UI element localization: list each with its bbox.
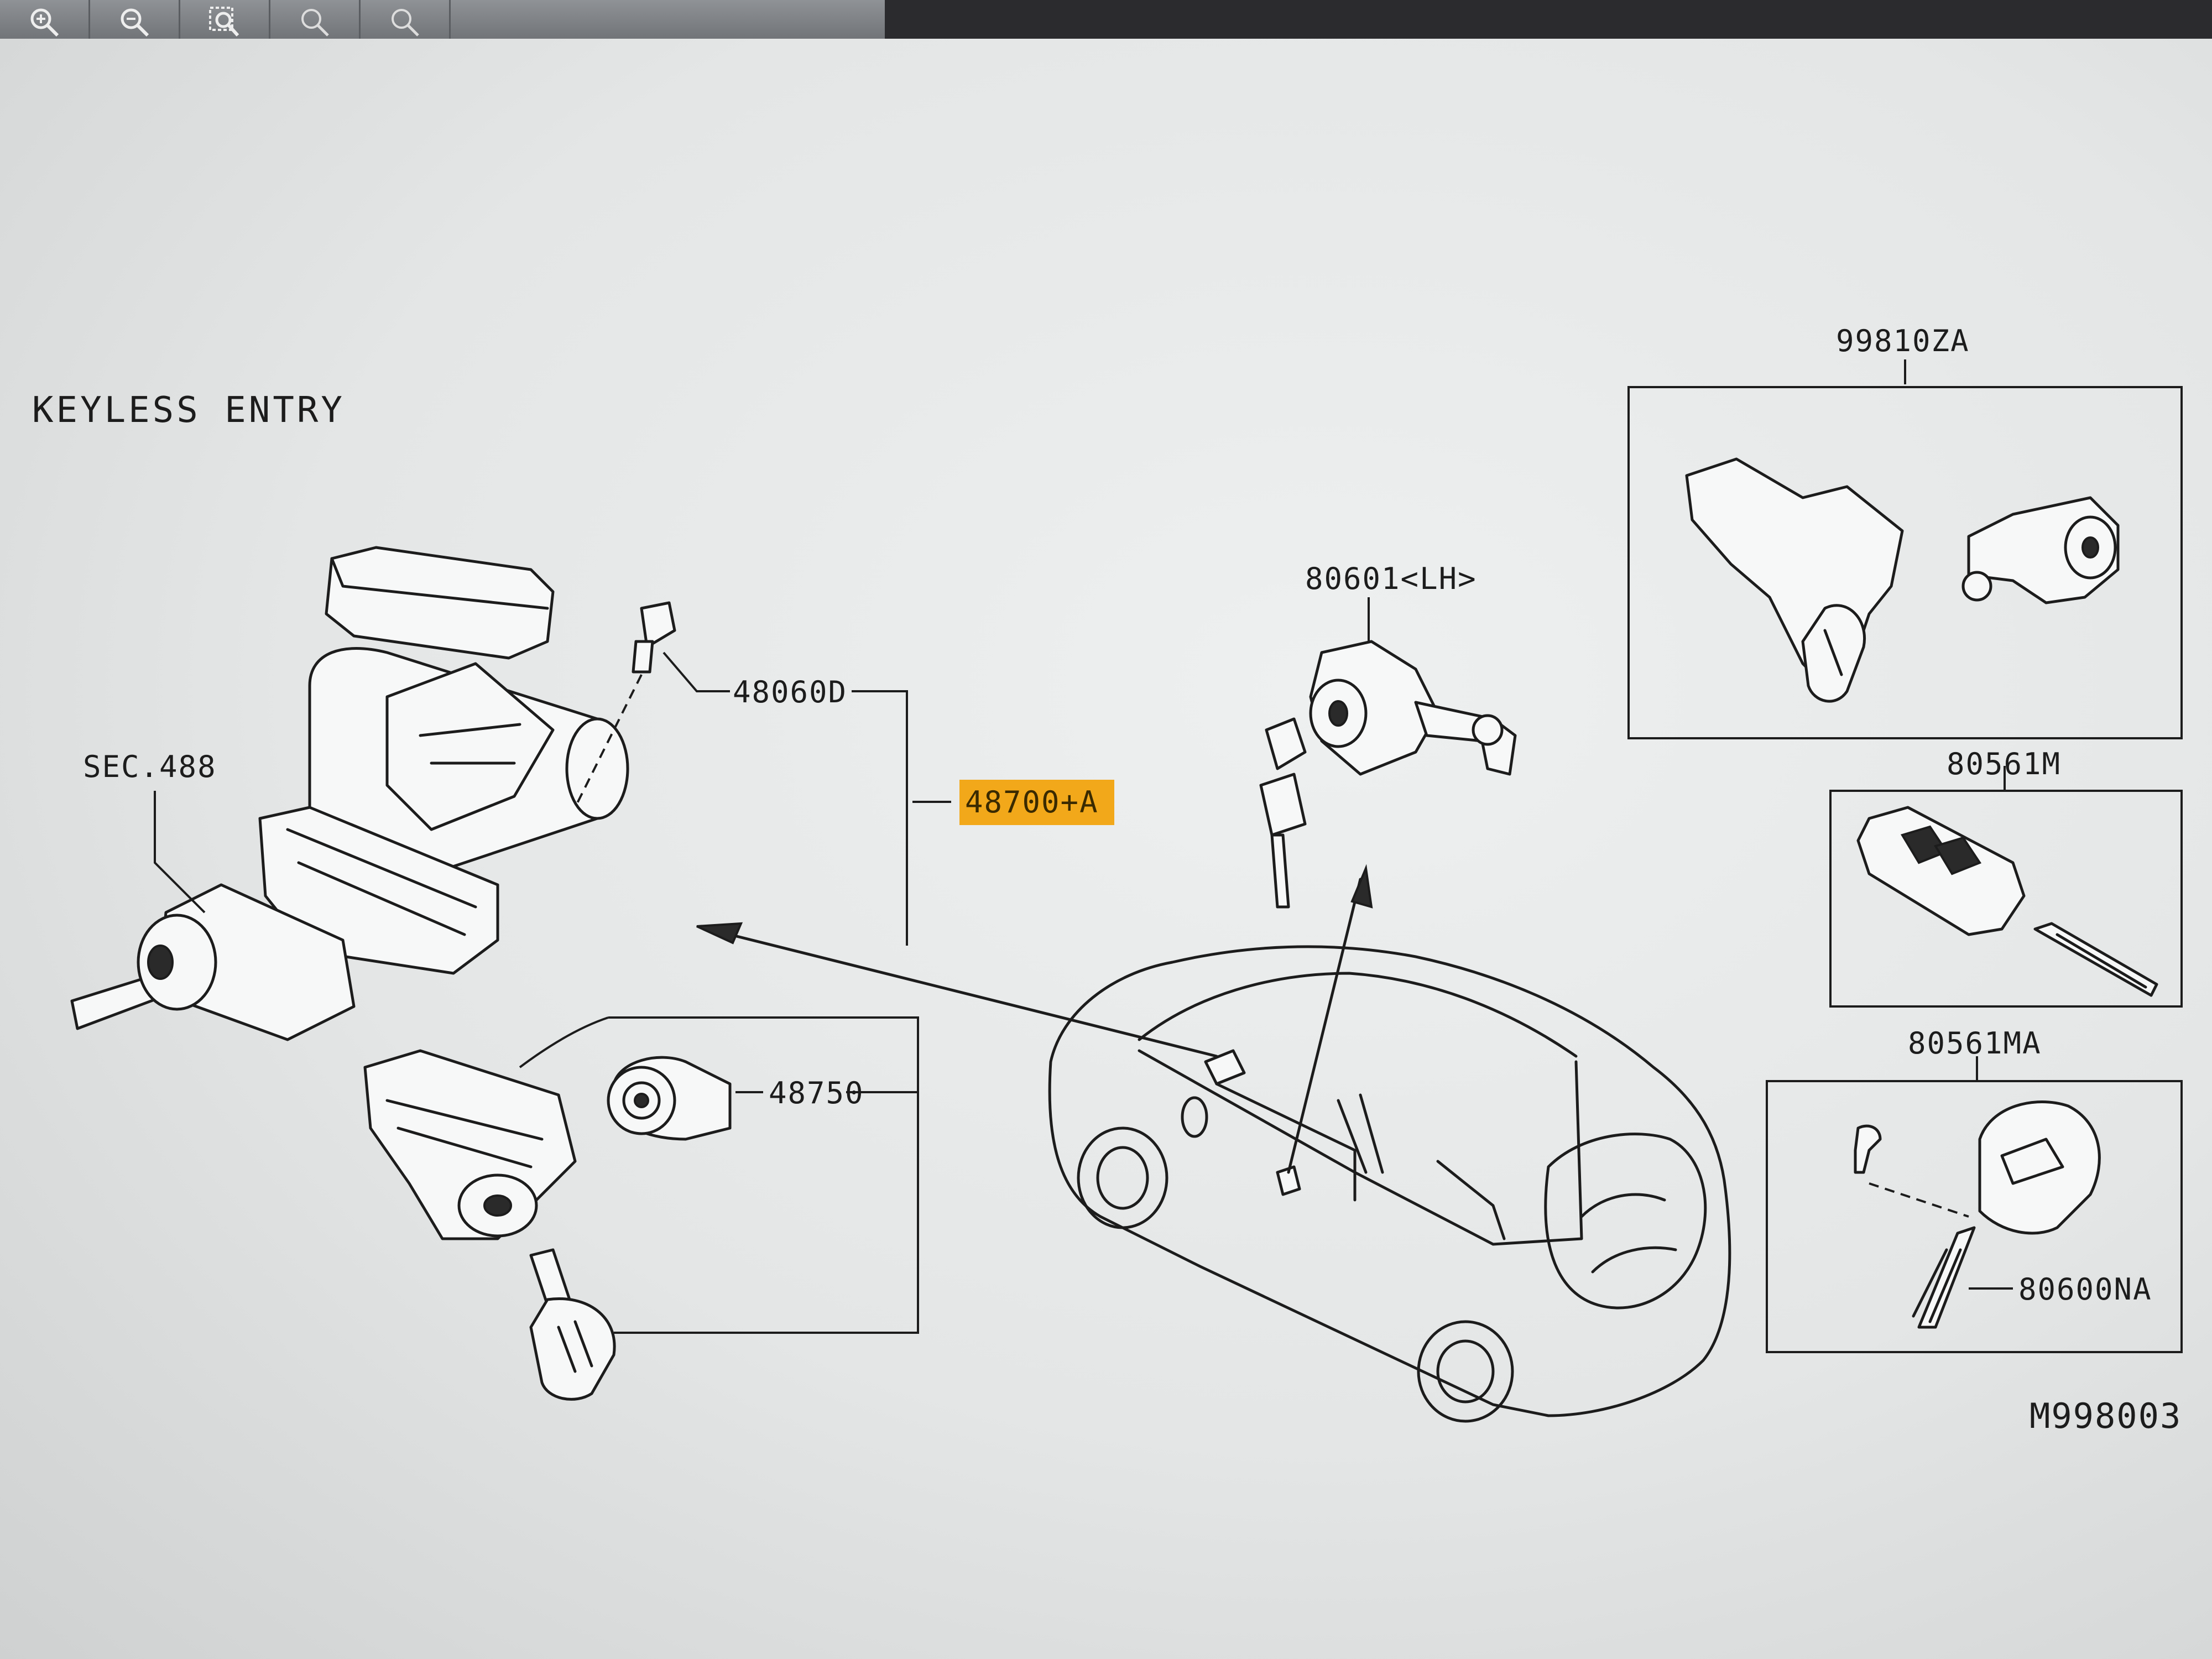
zoom-in-icon [30, 8, 59, 37]
label-80600na[interactable]: 80600NA [2018, 1272, 2152, 1307]
callout-lines [608, 651, 951, 1334]
door-lock-cylinder[interactable] [1259, 597, 1517, 909]
label-48060d[interactable]: 48060D [733, 675, 848, 709]
ignition-switch-part[interactable] [363, 1016, 732, 1401]
box-80561m[interactable] [1829, 766, 2183, 1008]
zoom-fit-button[interactable] [270, 0, 361, 44]
steering-lock-assembly[interactable] [70, 546, 676, 1041]
label-80601-lh[interactable]: 80601<LH> [1305, 561, 1477, 596]
drawing-reference-number: M998003 [2030, 1396, 2182, 1436]
label-80561ma[interactable]: 80561MA [1908, 1026, 2042, 1061]
zoom-fit-icon [301, 9, 329, 36]
zoom-area-button[interactable] [180, 0, 270, 44]
box-80561ma[interactable] [1766, 1056, 2183, 1353]
zoom-in-button[interactable] [0, 0, 90, 44]
box-99810za[interactable] [1627, 359, 2183, 739]
zoom-area-icon [209, 7, 239, 37]
label-sec-488[interactable]: SEC.488 [83, 749, 217, 784]
diagram-title: KEYLESS ENTRY [32, 390, 345, 431]
label-48700a-highlighted[interactable]: 48700+A [959, 780, 1114, 825]
label-99810za[interactable]: 99810ZA [1836, 324, 1970, 358]
zoom-icon [392, 9, 419, 36]
label-48750[interactable]: 48750 [769, 1076, 864, 1110]
zoom-button[interactable] [361, 0, 451, 44]
zoom-out-button[interactable] [90, 0, 180, 44]
viewer-toolbar [0, 0, 885, 44]
vehicle-outline [696, 864, 1731, 1423]
label-80561m[interactable]: 80561M [1947, 747, 2062, 781]
zoom-out-icon [121, 8, 149, 37]
